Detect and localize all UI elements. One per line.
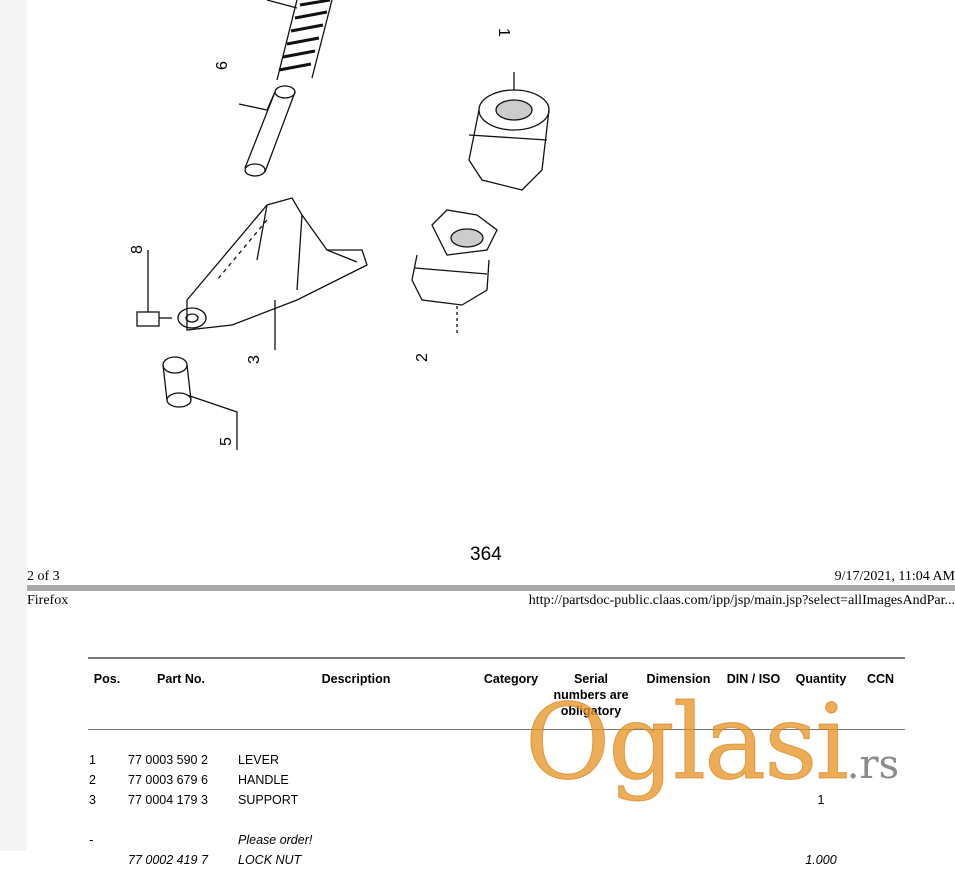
pdf-page-top bbox=[27, 0, 955, 585]
description-cell: LEVER bbox=[238, 753, 279, 767]
column-header: Serial numbers are obligatory bbox=[546, 657, 636, 730]
column-header: Category bbox=[476, 657, 546, 730]
bushing-part-5 bbox=[162, 356, 238, 450]
coupling-part-2 bbox=[411, 209, 498, 335]
part-no-cell bbox=[126, 830, 236, 850]
quantity-cell: 1 bbox=[817, 793, 825, 807]
column-header: CCN bbox=[856, 657, 905, 730]
table-row: - Please order! bbox=[88, 830, 905, 850]
column-header: Part No. bbox=[126, 657, 236, 730]
description-cell: LOCK NUT bbox=[238, 853, 302, 867]
spring-part bbox=[266, 0, 333, 81]
part-no-cell: 77 0003 679 6 bbox=[128, 773, 208, 787]
callout-2: 2 bbox=[414, 353, 431, 362]
pin-part-6 bbox=[238, 85, 296, 177]
callout-1: 1 bbox=[495, 28, 512, 37]
column-header: Pos. bbox=[88, 657, 126, 730]
table-header-row: Pos. Part No. Description Category Seria… bbox=[88, 657, 905, 730]
part-no-cell: 77 0003 590 2 bbox=[128, 753, 208, 767]
table-row: 3 77 0004 179 3 SUPPORT 1 bbox=[88, 790, 905, 810]
print-footer-timestamp: 9/17/2021, 11:04 AM bbox=[834, 569, 955, 584]
quantity-cell bbox=[786, 830, 856, 850]
part-no-cell: 77 0002 419 7 bbox=[128, 853, 208, 867]
watermark-logo: Oglasi.rs bbox=[525, 681, 900, 803]
column-header: Dimension bbox=[636, 657, 721, 730]
callout-3: 3 bbox=[246, 355, 263, 364]
callout-8: 8 bbox=[129, 245, 146, 254]
callout-5: 5 bbox=[218, 437, 235, 446]
callout-6: 6 bbox=[214, 61, 231, 70]
pos-cell: 3 bbox=[89, 793, 96, 807]
table-row: 2 77 0003 679 6 HANDLE bbox=[88, 770, 905, 790]
pos-cell: 1 bbox=[89, 753, 96, 767]
description-cell: HANDLE bbox=[238, 773, 289, 787]
print-footer-page-count: 2 of 3 bbox=[27, 569, 60, 584]
pos-cell: 2 bbox=[89, 773, 96, 787]
bolt-part-8 bbox=[136, 250, 172, 327]
description-cell: Please order! bbox=[238, 833, 313, 847]
quantity-cell: 1.000 bbox=[805, 853, 837, 867]
parts-exploded-drawing: 1 2 3 5 6 8 bbox=[129, 0, 550, 450]
print-header-url: http://partsdoc-public.claas.com/ipp/jsp… bbox=[528, 593, 955, 608]
lever-part-3 bbox=[177, 197, 368, 350]
coupling-part-1 bbox=[468, 72, 550, 191]
print-header-browser: Firefox bbox=[27, 593, 69, 608]
pos-cell bbox=[88, 850, 126, 870]
page-separator bbox=[27, 585, 955, 591]
table-row: 1 77 0003 590 2 LEVER bbox=[88, 750, 905, 770]
column-header: Description bbox=[236, 657, 476, 730]
column-header: Quantity bbox=[786, 657, 856, 730]
description-cell: SUPPORT bbox=[238, 793, 299, 807]
page-number: 364 bbox=[470, 544, 502, 565]
parts-table: Pos. Part No. Description Category Seria… bbox=[88, 657, 905, 870]
column-header: DIN / ISO bbox=[721, 657, 786, 730]
table-row: 77 0002 419 7 LOCK NUT 1.000 bbox=[88, 850, 905, 870]
part-no-cell: 77 0004 179 3 bbox=[128, 793, 208, 807]
pos-cell: - bbox=[89, 833, 94, 847]
left-margin bbox=[0, 0, 27, 851]
